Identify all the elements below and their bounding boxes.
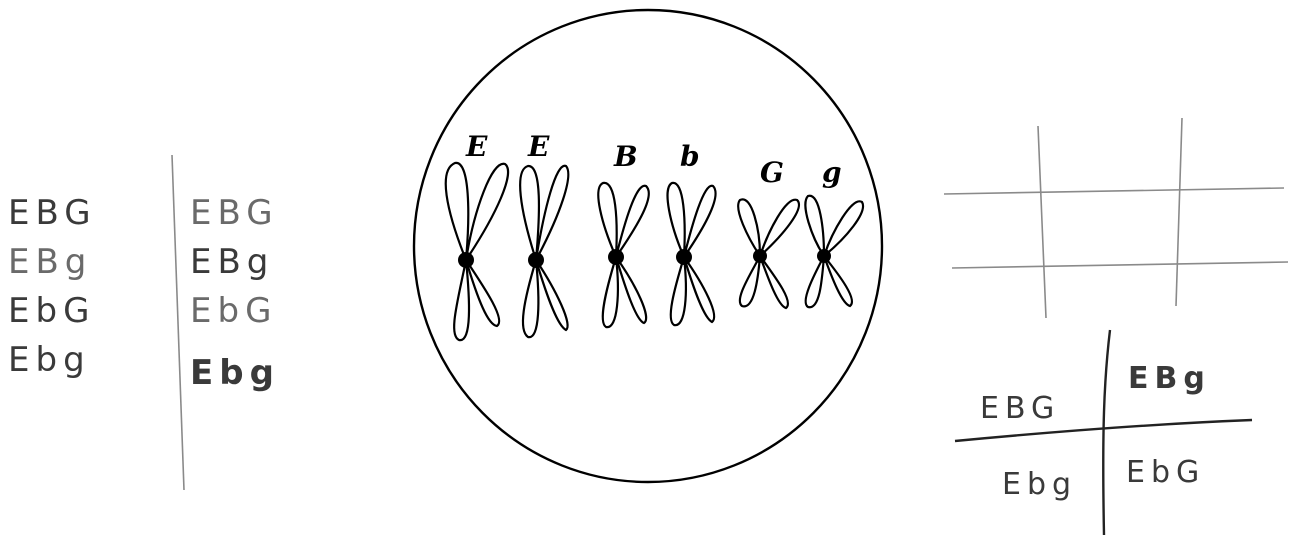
gamete-list-divider — [172, 155, 184, 490]
allele-label-E2: E — [527, 130, 550, 163]
pencil-grid-line-v2 — [1176, 118, 1182, 306]
gamete-list-col1-row4: Ebg — [8, 340, 91, 380]
chromosome-B — [598, 183, 649, 327]
allele-label-g: g — [822, 156, 842, 189]
centromere-E2 — [528, 252, 544, 268]
pencil-grid-line-h2 — [952, 262, 1288, 268]
gamete-list-col1-row3: EbG — [8, 291, 95, 331]
punnett-bottom-left: Ebg — [1002, 467, 1077, 502]
chromosome-E2 — [520, 166, 568, 337]
allele-label-G: G — [760, 156, 784, 189]
punnett-square: EBG EBg Ebg EbG — [955, 330, 1252, 535]
punnett-bottom-right: EbG — [1126, 455, 1205, 490]
allele-label-b: b — [680, 140, 700, 173]
allele-label-B: B — [613, 140, 638, 173]
cell-membrane — [414, 10, 882, 482]
centromere-b — [676, 249, 692, 265]
centromere-B — [608, 249, 624, 265]
centromere-G — [753, 249, 767, 263]
centromere-E1 — [458, 252, 474, 268]
chromosome-E1 — [446, 163, 508, 340]
pencil-grid-line-h1 — [944, 188, 1284, 194]
gamete-list-col2-row3: EbG — [190, 291, 277, 331]
chromosome-G — [738, 199, 799, 308]
pencil-grid-line-v1 — [1038, 126, 1046, 318]
chromosome-g — [805, 196, 863, 308]
gamete-list-left: EBG EBg EbG Ebg EBG EBg EbG Ebg — [8, 155, 280, 490]
pencil-grid — [944, 118, 1288, 318]
centromere-g — [817, 249, 831, 263]
punnett-top-right: EBg — [1128, 361, 1211, 396]
gamete-list-col2-row1: EBG — [190, 193, 279, 233]
gamete-list-col1-row2: EBg — [8, 242, 92, 282]
gamete-list-col2-row2: EBg — [190, 242, 274, 282]
gamete-list-col1-row1: EBG — [8, 193, 97, 233]
punnett-vertical-line — [1103, 330, 1110, 535]
chromosome-b — [668, 183, 716, 325]
allele-label-E1: E — [465, 130, 488, 163]
cell-diagram: E E B b G g — [414, 10, 882, 482]
punnett-top-left: EBG — [980, 391, 1060, 426]
gamete-list-col2-row4: Ebg — [190, 353, 280, 393]
